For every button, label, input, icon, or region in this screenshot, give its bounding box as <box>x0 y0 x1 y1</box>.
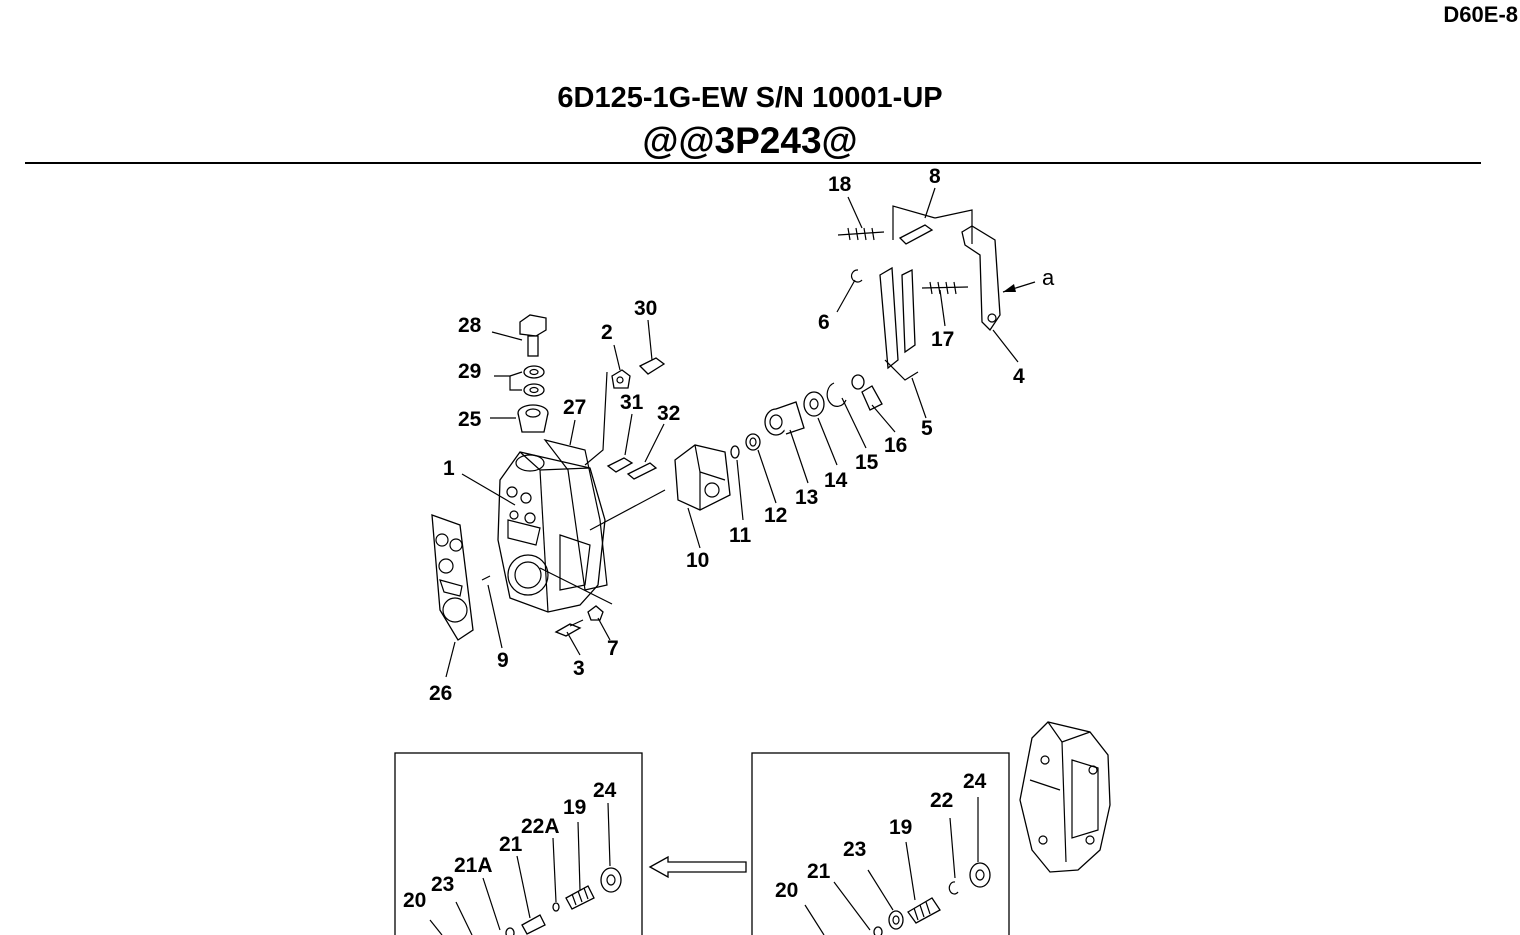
part-5-lever <box>879 266 919 381</box>
part-3-bolt <box>554 619 584 637</box>
part-8-pin <box>898 224 934 245</box>
label-part-7: 7 <box>607 637 619 660</box>
part-28-bolt <box>519 314 547 357</box>
diagram-title: 6D125-1G-EW S/N 10001-UP <box>557 82 943 114</box>
label-part-32: 32 <box>657 402 680 425</box>
detail-box-left: 20 23 21A 21 22A 19 24 <box>394 752 643 935</box>
detail-box-right: 20 21 23 19 22 24 <box>751 752 1010 935</box>
label-part-15: 15 <box>855 451 879 474</box>
label-part-28: 28 <box>458 314 482 337</box>
part-25-plug <box>517 404 549 433</box>
label-part-9: 9 <box>497 649 509 672</box>
part-15-snap-ring <box>826 382 847 407</box>
left-box-label-21A: 21A <box>454 854 493 877</box>
part-1-housing <box>497 451 606 613</box>
part-32-screw <box>626 462 658 480</box>
label-part-17: 17 <box>931 328 954 351</box>
label-part-27: 27 <box>563 396 586 419</box>
label-part-26: 26 <box>429 682 452 705</box>
right-box-label-22: 22 <box>930 789 953 812</box>
left-box-label-19: 19 <box>563 796 586 819</box>
label-part-2: 2 <box>601 321 613 344</box>
part-13-sleeve <box>764 401 805 436</box>
part-7-nut <box>587 605 604 621</box>
arrow-left-hollow <box>648 855 747 879</box>
left-box-label-23: 23 <box>431 873 454 896</box>
label-part-11: 11 <box>729 524 752 547</box>
arrow-a <box>1002 281 1036 293</box>
right-box-label-24: 24 <box>963 770 987 793</box>
label-arrow-a: a <box>1042 265 1055 290</box>
part-9-pin <box>481 575 491 581</box>
left-box-parts <box>505 867 622 935</box>
label-part-14: 14 <box>824 469 848 492</box>
left-box-label-21: 21 <box>499 833 523 856</box>
part-14-nut <box>803 391 825 417</box>
label-part-30: 30 <box>634 297 657 320</box>
right-box-label-20: 20 <box>775 879 798 902</box>
part-16-bushing <box>851 374 883 411</box>
label-part-5: 5 <box>921 417 933 440</box>
part-29-washers <box>523 365 545 397</box>
part-2-bracket <box>611 369 631 389</box>
label-part-3: 3 <box>573 657 585 680</box>
label-part-16: 16 <box>884 434 907 457</box>
label-part-18: 18 <box>828 173 852 196</box>
left-box-label-22A: 22A <box>521 815 560 838</box>
title-rule <box>25 162 1481 164</box>
left-box-label-20: 20 <box>403 889 426 912</box>
label-part-29: 29 <box>458 360 481 383</box>
label-part-1: 1 <box>443 457 455 480</box>
part-4-lever <box>961 225 1001 332</box>
part-27-gasket <box>543 439 608 591</box>
part-6-clip <box>850 269 863 283</box>
right-box-parts <box>873 862 991 935</box>
diagram-subtitle: @@3P243@ <box>642 120 858 161</box>
label-part-31: 31 <box>620 391 644 414</box>
part-30-screw <box>638 357 666 375</box>
label-part-8: 8 <box>929 165 941 188</box>
left-box-label-24: 24 <box>593 779 617 802</box>
right-box-label-19: 19 <box>889 816 912 839</box>
label-part-10: 10 <box>686 549 709 572</box>
part-12-washer <box>745 433 761 451</box>
housing-reference-thumbnail <box>1019 721 1111 873</box>
label-part-25: 25 <box>458 408 482 431</box>
part-26-gasket <box>431 514 474 641</box>
leader-lines <box>445 187 1019 678</box>
part-18-spring <box>837 227 885 241</box>
label-part-4: 4 <box>1013 365 1025 388</box>
part-17-spring <box>921 281 969 295</box>
label-part-12: 12 <box>764 504 787 527</box>
part-11-ring <box>730 445 740 459</box>
part-10-block <box>674 444 731 511</box>
label-part-6: 6 <box>818 311 830 334</box>
page-code: D60E-8 <box>1443 2 1518 27</box>
right-box-label-21: 21 <box>807 860 831 883</box>
label-part-13: 13 <box>795 486 818 509</box>
right-box-label-23: 23 <box>843 838 866 861</box>
part-31-screw <box>606 457 634 473</box>
